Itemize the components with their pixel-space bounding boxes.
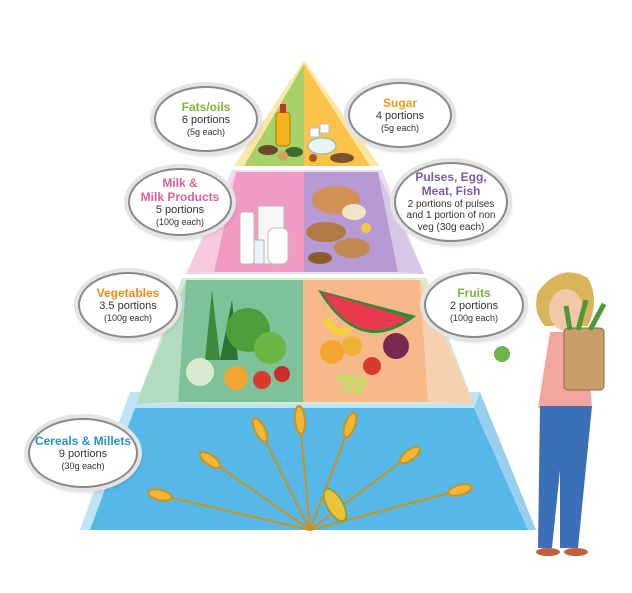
- milk-unit: (100g each): [155, 216, 205, 227]
- vegetables-portions: 3.5 portions: [99, 300, 157, 313]
- milk-bubble: Milk & Milk Products 5 portions (100g ea…: [128, 168, 232, 236]
- pulses-title-line2: Meat, Fish: [421, 183, 481, 198]
- cereals-tier: [90, 408, 528, 530]
- cereals-title: Cereals & Millets: [34, 433, 132, 448]
- milk-title-line2: Milk Products: [140, 189, 220, 204]
- oil-bottle-icon: [258, 104, 303, 161]
- sugar-bubble: Sugar 4 portions (5g each): [348, 82, 452, 148]
- wheat-icon: [147, 405, 473, 531]
- milk-carton-icon: [239, 205, 289, 265]
- fruits-unit: (100g each): [449, 313, 499, 324]
- fats-portions: 6 portions: [181, 114, 231, 127]
- milk-portions: 5 portions: [155, 204, 205, 217]
- fats-bubble: Fats/oils 6 portions (5g each): [154, 86, 258, 152]
- milk-title-line1: Milk &: [162, 175, 198, 190]
- fruits-bubble: Fruits 2 portions (100g each): [424, 272, 524, 338]
- vegetables-bubble: Vegetables 3.5 portions (100g each): [78, 272, 178, 338]
- fruits-portions: 2 portions: [449, 300, 499, 313]
- vegetables-title: Vegetables: [96, 285, 160, 300]
- woman-with-groceries-icon: [494, 272, 607, 556]
- cereals-bubble: Cereals & Millets 9 portions (30g each): [28, 418, 138, 488]
- cereals-portions: 9 portions: [58, 448, 108, 461]
- pulses-title-line1: Pulses, Egg,: [415, 169, 487, 184]
- pulses-bubble: Pulses, Egg, Meat, Fish 2 portions of pu…: [394, 162, 508, 242]
- vegetables-icon: [186, 290, 290, 390]
- pulses-portions-line2: and 1 portion of non: [406, 210, 496, 222]
- sugar-unit: (5g each): [380, 123, 420, 134]
- pulses-portions-line3: veg (30g each): [417, 221, 485, 233]
- sugar-portions: 4 portions: [375, 110, 425, 123]
- sugar-title: Sugar: [382, 95, 417, 110]
- fruits-icon: [318, 290, 416, 395]
- fruits-title: Fruits: [457, 285, 491, 300]
- fats-title: Fats/oils: [181, 99, 231, 114]
- pulses-portions-line1: 2 portions of pulses: [407, 198, 495, 210]
- sugar-bowl-icon: [307, 123, 354, 163]
- cereals-unit: (30g each): [61, 461, 105, 472]
- fats-unit: (5g each): [186, 127, 226, 138]
- vegetables-unit: (100g each): [103, 313, 153, 324]
- meat-bread-icon: [306, 186, 371, 264]
